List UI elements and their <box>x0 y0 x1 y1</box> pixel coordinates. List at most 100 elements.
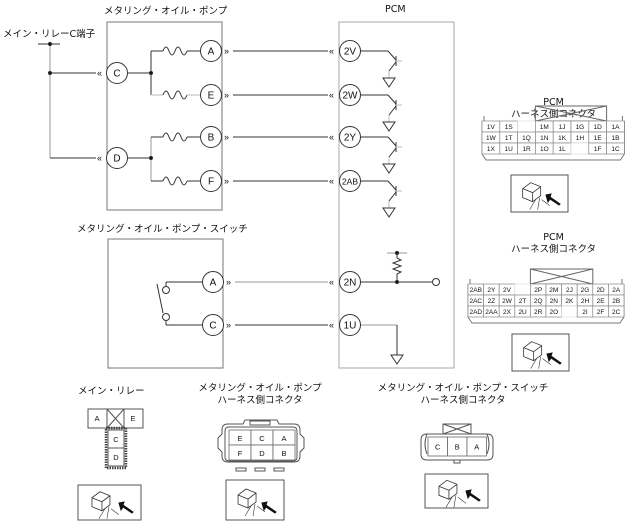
connector-pin: 1B <box>606 131 625 144</box>
connector-pin-label: 1D <box>594 124 603 131</box>
connector-pin: C <box>427 436 448 457</box>
coil-b <box>151 132 200 142</box>
connector-pin: 2B <box>608 294 625 307</box>
connector-pin: 2R <box>530 305 547 318</box>
pump-connector-shell <box>217 419 305 472</box>
connector-pin-label: 2AD <box>469 309 482 316</box>
relay-pin-label: A <box>94 414 99 423</box>
connector-pin-label: 2X <box>503 309 512 316</box>
connector-pin: B <box>447 436 468 457</box>
switch-terminal-a-label: A <box>210 278 217 289</box>
transistor-2w <box>361 94 402 132</box>
relay-pin-label: C <box>113 435 119 444</box>
connector-pin-label: 2J <box>566 287 573 294</box>
connector-pin-label: 2I <box>582 309 588 316</box>
connector-pin: 1F <box>588 142 607 155</box>
connector-pin: 1U <box>499 142 518 155</box>
connector-pin-label: B <box>455 443 460 452</box>
connector-pin: 2Y <box>483 283 500 296</box>
connector-pin-label: F <box>238 449 243 458</box>
pcm-connector-2-name: PCM <box>543 232 564 243</box>
connector-pin: 1A <box>606 120 625 133</box>
pump-terminal-b: B <box>200 126 222 148</box>
view-direction-arrow-icon <box>545 193 561 206</box>
connector-pin: 2K <box>561 294 578 307</box>
connector-pin: 2J <box>561 283 578 296</box>
pump-terminal-b-label: B <box>208 133 215 144</box>
connector-pin-label: 1H <box>576 135 585 142</box>
pump-terminal-f-label: F <box>208 177 214 188</box>
connector-pin: 1Q <box>517 131 536 144</box>
pcm-1u-ground <box>361 324 404 365</box>
connector-arrow-mark: « <box>97 68 102 78</box>
pcm-connector-1-view-icon <box>510 174 569 213</box>
view-direction-arrow-icon <box>465 489 481 502</box>
connector-pin-label: 1X <box>487 146 496 153</box>
main-relay-view-icon <box>77 484 142 521</box>
connector-pin-label: 2AB <box>470 287 482 294</box>
connector-pin-label: 1U <box>505 146 514 153</box>
connector-pin: F <box>228 444 252 461</box>
connector-pin: 1L <box>552 142 572 155</box>
connector-pin <box>514 283 531 296</box>
connector-pin-label: 1T <box>505 135 513 142</box>
pcm-terminal-2v-label: 2V <box>344 47 357 58</box>
pcm-terminal-1u-label: 1U <box>344 321 357 332</box>
switch-terminal-a: A <box>202 271 224 293</box>
pump-terminal-c-label: C <box>113 69 120 80</box>
connector-pin-label: 2V <box>503 287 512 294</box>
connector-pin: 1O <box>535 142 554 155</box>
connector-pin: A <box>272 429 296 446</box>
connector-pin-label: 1W <box>486 135 497 142</box>
switch-connector-subtitle: ハーネス側コネクタ <box>420 395 506 406</box>
coil-e <box>151 90 200 100</box>
connector-pin: 2Q <box>530 294 547 307</box>
connector-pin: 2O <box>545 305 562 318</box>
pcm-terminal-2w-label: 2W <box>343 91 359 102</box>
connector-arrow-mark: » <box>226 277 231 287</box>
view-direction-arrow-icon <box>546 352 562 365</box>
connector-pin: 2H <box>576 294 594 307</box>
connector-pin: 2AD <box>467 305 484 318</box>
pcm-connector-1-title: PCM ハーネス側コネクタ <box>480 97 627 121</box>
pcm-connector-2-title: PCM ハーネス側コネクタ <box>480 232 627 256</box>
connector-pin-label: 1V <box>487 124 496 131</box>
connector-pin-label: 2N <box>550 298 559 305</box>
pump-terminal-c: C <box>106 62 128 84</box>
pcm-terminal-2w: 2W <box>339 84 361 106</box>
connector-arrow-mark: « <box>329 46 334 56</box>
connector-pin: 2AA <box>483 305 500 318</box>
connector-pin-label: 2B <box>612 298 620 305</box>
connector-pin: B <box>272 444 296 461</box>
pcm-terminal-2y: 2Y <box>339 126 361 148</box>
connector-pin-label: B <box>281 449 286 458</box>
connector-pin: 2C <box>608 305 625 318</box>
connector-arrow-mark: « <box>329 90 334 100</box>
connector-pin <box>570 142 590 155</box>
pump-terminal-f: F <box>200 170 222 192</box>
pcm-2n-pullup <box>361 250 440 286</box>
connector-pin-label: 2A <box>612 287 621 294</box>
pump-terminal-a: A <box>200 40 222 62</box>
connector-arrow-mark: « <box>329 176 334 186</box>
connector-pin-label: 1G <box>576 124 585 131</box>
connector-pin: 2I <box>576 305 594 318</box>
connector-pin: 1E <box>588 131 607 144</box>
connector-pin: 2A <box>608 283 625 296</box>
connector-pin-label: 1C <box>611 146 620 153</box>
connector-pin: 1G <box>570 120 590 133</box>
switch-connector-view-icon <box>424 473 489 509</box>
pump-connector-subtitle: ハーネス側コネクタ <box>217 395 303 406</box>
connector-pin: 2M <box>545 283 562 296</box>
connector-pin-label: 2T <box>519 298 527 305</box>
connector-pin: C <box>250 429 274 446</box>
connector-pin: 2Z <box>483 294 500 307</box>
connector-pin-label: 2F <box>597 309 605 316</box>
connector-pin: 2D <box>592 283 609 296</box>
main-relay-title: メイン・リレー <box>78 386 145 397</box>
pump-terminal-e: E <box>200 84 222 106</box>
pcm-terminal-2ab: 2AB <box>339 170 361 192</box>
connector-pin-label: 1B <box>612 135 620 142</box>
